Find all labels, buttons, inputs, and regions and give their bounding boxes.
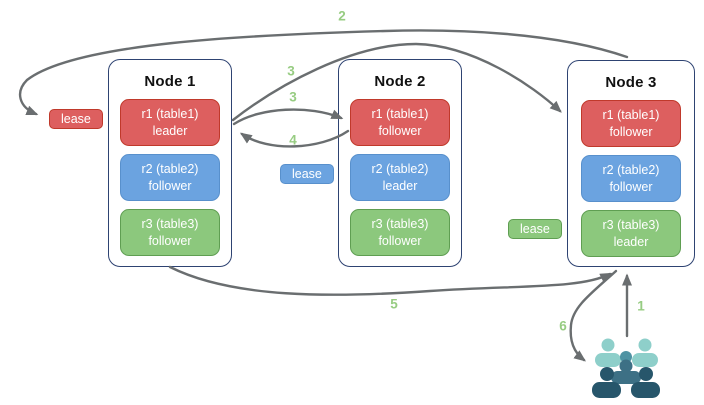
replica-name: r3 (table3) bbox=[371, 217, 429, 231]
node2-replica-r2: r2 (table2) leader bbox=[350, 154, 450, 201]
replica-role: leader bbox=[152, 123, 188, 138]
node1-card: Node 1 r1 (table1) leader r2 (table2) fo… bbox=[108, 59, 232, 267]
node2-title: Node 2 bbox=[374, 73, 426, 90]
node1-title: Node 1 bbox=[144, 73, 196, 90]
step-6-label: 6 bbox=[559, 318, 567, 334]
lease-badge-table3: lease bbox=[508, 219, 562, 239]
step-5-label: 5 bbox=[390, 296, 398, 312]
node3-title: Node 3 bbox=[605, 74, 657, 91]
replica-role: follower bbox=[378, 123, 422, 138]
step-3b-label: 3 bbox=[289, 89, 297, 105]
arrow-step5 bbox=[168, 265, 613, 296]
replica-name: r3 (table3) bbox=[602, 218, 660, 232]
users-icon bbox=[592, 338, 660, 398]
replica-role: leader bbox=[382, 178, 418, 193]
replica-name: r2 (table2) bbox=[602, 163, 660, 177]
replica-role: follower bbox=[609, 179, 653, 194]
step-4-label: 4 bbox=[289, 132, 297, 148]
node1-replica-r3: r3 (table3) follower bbox=[120, 209, 220, 256]
replica-name: r1 (table1) bbox=[141, 107, 199, 121]
node3-replica-r1: r1 (table1) follower bbox=[581, 100, 681, 147]
node3-replica-r2: r2 (table2) follower bbox=[581, 155, 681, 202]
replica-name: r2 (table2) bbox=[371, 162, 429, 176]
replica-role: leader bbox=[613, 234, 649, 249]
replica-role: follower bbox=[148, 233, 192, 248]
arrow-step6 bbox=[569, 269, 618, 362]
lease-badge-table2: lease bbox=[280, 164, 334, 184]
node3-card: Node 3 r1 (table1) follower r2 (table2) … bbox=[567, 60, 695, 267]
node1-replica-r2: r2 (table2) follower bbox=[120, 154, 220, 201]
replica-role: follower bbox=[378, 233, 422, 248]
step-3a-label: 3 bbox=[287, 63, 295, 79]
replica-name: r2 (table2) bbox=[141, 162, 199, 176]
replica-name: r1 (table1) bbox=[602, 108, 660, 122]
node1-replica-r1: r1 (table1) leader bbox=[120, 99, 220, 146]
step-1-label: 1 bbox=[637, 298, 645, 314]
replica-role: follower bbox=[609, 124, 653, 139]
replica-role: follower bbox=[148, 178, 192, 193]
node2-replica-r3: r3 (table3) follower bbox=[350, 209, 450, 256]
arrow-step3-to-node2 bbox=[232, 108, 344, 126]
node2-replica-r1: r1 (table1) follower bbox=[350, 99, 450, 146]
node2-card: Node 2 r1 (table1) follower r2 (table2) … bbox=[338, 59, 462, 267]
node3-replica-r3: r3 (table3) leader bbox=[581, 210, 681, 257]
lease-badge-table1: lease bbox=[49, 109, 103, 129]
replica-name: r3 (table3) bbox=[141, 217, 199, 231]
replica-name: r1 (table1) bbox=[371, 107, 429, 121]
step-2-label: 2 bbox=[338, 8, 346, 24]
